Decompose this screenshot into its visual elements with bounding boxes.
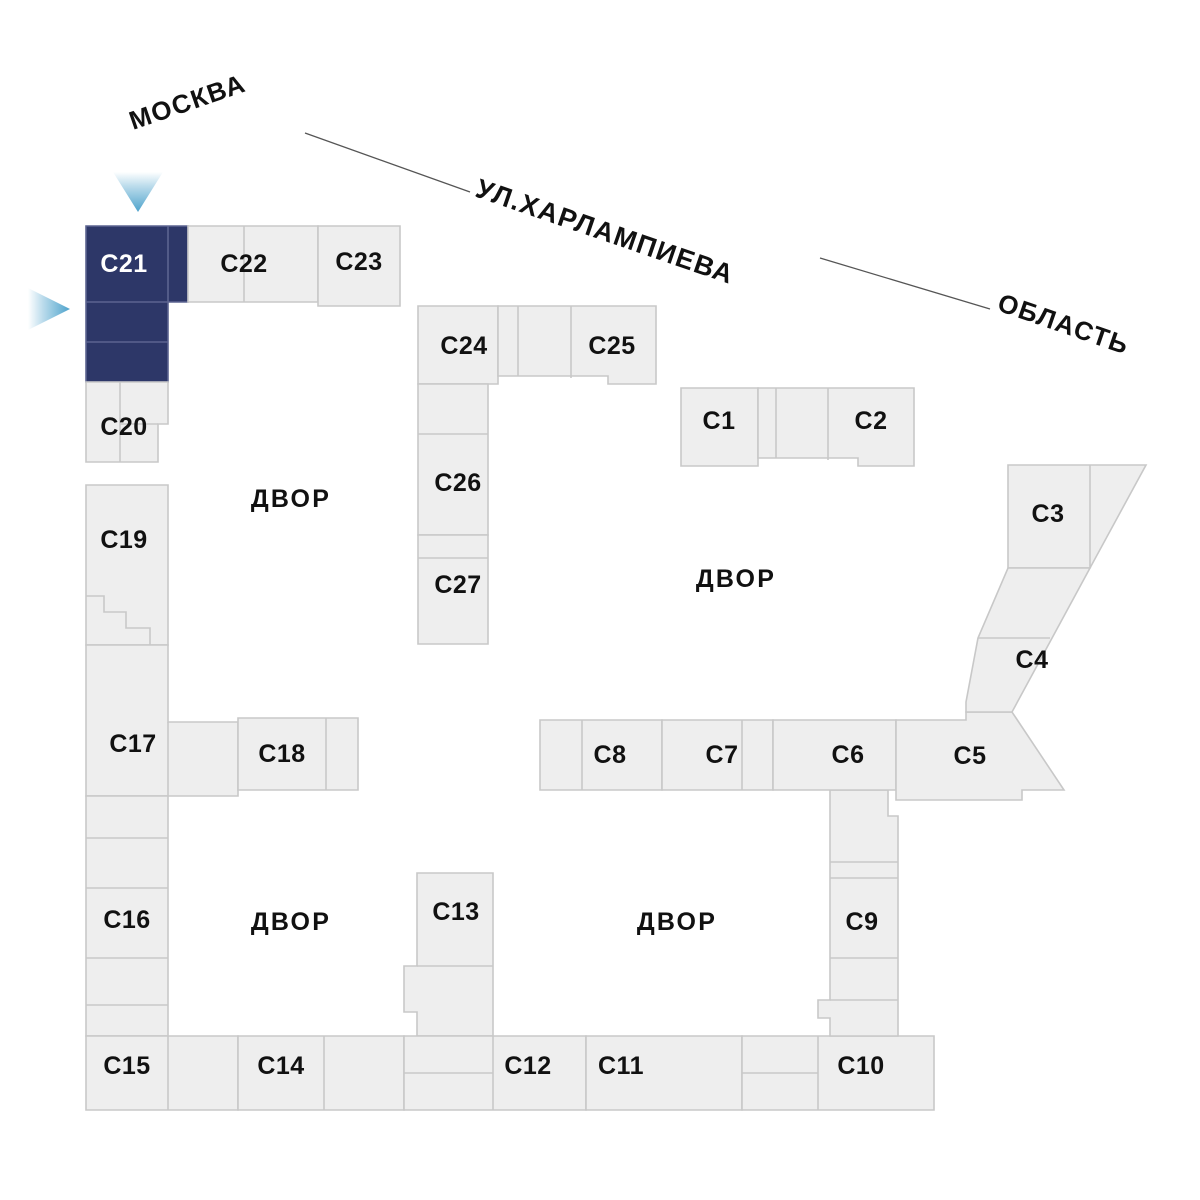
block-shape-C1[interactable] [680,387,759,467]
block-divider-C19-step [86,595,151,645]
block-label-C8: C8 [594,741,627,769]
block-label-C9: C9 [846,908,879,936]
block-label-C1: C1 [703,407,736,435]
block-label-C12: C12 [504,1052,551,1080]
block-group-C23[interactable]: C23 [317,225,401,307]
block-shape-C27[interactable] [417,534,489,645]
yard-label-sw: ДВОР [251,908,331,936]
block-shape-C13[interactable] [403,872,494,1037]
block-shape-C3[interactable] [1007,464,1148,569]
block-label-C11: C11 [598,1052,644,1080]
block-label-C16: C16 [103,906,150,934]
block-label-C5: C5 [954,742,987,770]
block-group-C11[interactable]: C11 [585,1035,743,1111]
block-label-C14: C14 [257,1052,304,1080]
block-label-C2: C2 [855,407,888,435]
leader-line-oblast [819,257,991,310]
block-label-C7: C7 [706,741,739,769]
block-group-C19[interactable]: C19 [85,484,169,646]
block-group-C4[interactable]: C4 [965,567,1092,713]
leader-line-moskva [304,132,471,193]
block-shape-C5[interactable] [895,711,1066,801]
block-group-C16[interactable]: C16 [85,795,169,1037]
street-name-label: УЛ.ХАРЛАМПИЕВА [472,173,738,290]
block-shape-C23[interactable] [317,225,401,307]
block-label-C26: C26 [434,469,481,497]
block-group-C20[interactable]: C20 [85,381,169,463]
block-label-C23: C23 [335,248,382,276]
entrance-markers [28,172,163,330]
block-label-C19: C19 [100,526,147,554]
block-group-C14[interactable]: C14 [237,1035,405,1111]
block-label-C24: C24 [440,332,487,360]
block-group-C3[interactable]: C3 [1007,464,1148,569]
block-group-C10[interactable]: C10 [741,1035,935,1111]
block-group-C2[interactable]: C2 [757,387,915,467]
block-group-C6[interactable]: C6 [772,719,897,791]
block-group-C13[interactable]: C13 [403,872,494,1037]
yard-label-ne: ДВОР [696,565,776,593]
block-group-C7[interactable]: C7 [661,719,774,791]
block-label-C3: C3 [1032,500,1065,528]
block-label-C21: C21 [100,250,147,278]
block-label-C18: C18 [258,740,305,768]
block-group-C9[interactable]: C9 [817,789,899,1037]
block-group-C24[interactable]: C24 [417,305,499,385]
block-group-C17[interactable]: C17 [85,644,239,797]
block-shape-C4[interactable] [965,567,1092,713]
direction-label-moskva: МОСКВА [125,68,249,136]
direction-label-oblast: ОБЛАСТЬ [994,287,1133,360]
yard-label-se: ДВОР [637,908,717,936]
block-group-C25[interactable]: C25 [497,305,657,385]
block-group-C8[interactable]: C8 [539,719,663,791]
entrance-arrow-top-icon [113,172,163,212]
block-shape-C9[interactable] [817,789,899,1037]
block-shape-C26[interactable] [417,383,489,536]
block-shape-C24[interactable] [417,305,499,385]
block-shape-C2[interactable] [757,387,915,467]
block-label-C20: C20 [100,413,147,441]
block-group-C26[interactable]: C26 [417,383,489,536]
block-group-C18[interactable]: C18 [237,717,359,791]
block-label-C15: C15 [103,1052,150,1080]
block-group-C22[interactable]: C22 [187,225,319,303]
block-group-C15[interactable]: C15 [85,1035,239,1111]
block-label-C6: C6 [832,741,865,769]
block-label-C25: C25 [588,332,635,360]
yard-label-nw: ДВОР [251,485,331,513]
block-label-C4: C4 [1016,646,1049,674]
block-label-C22: C22 [220,250,267,278]
block-group-C27[interactable]: C27 [417,534,489,645]
block-label-C13: C13 [432,898,479,926]
block-label-C10: C10 [837,1052,884,1080]
block-shape-C19[interactable] [85,484,169,646]
block-group-C5[interactable]: C5 [895,711,1066,801]
entrance-arrow-left-icon [28,288,70,330]
yard-labels: ДВОР ДВОР ДВОР ДВОР [251,485,776,936]
block-shape-C18[interactable] [237,717,359,791]
block-group-C1[interactable]: C1 [680,387,759,467]
block-shape-C25[interactable] [497,305,657,385]
block-group-C12[interactable]: C12 [403,1035,587,1111]
block-label-C27: C27 [434,571,481,599]
block-label-C17: C17 [109,730,156,758]
block-group-C21[interactable]: C21 [85,225,189,383]
block-shape-C17[interactable] [85,644,239,797]
